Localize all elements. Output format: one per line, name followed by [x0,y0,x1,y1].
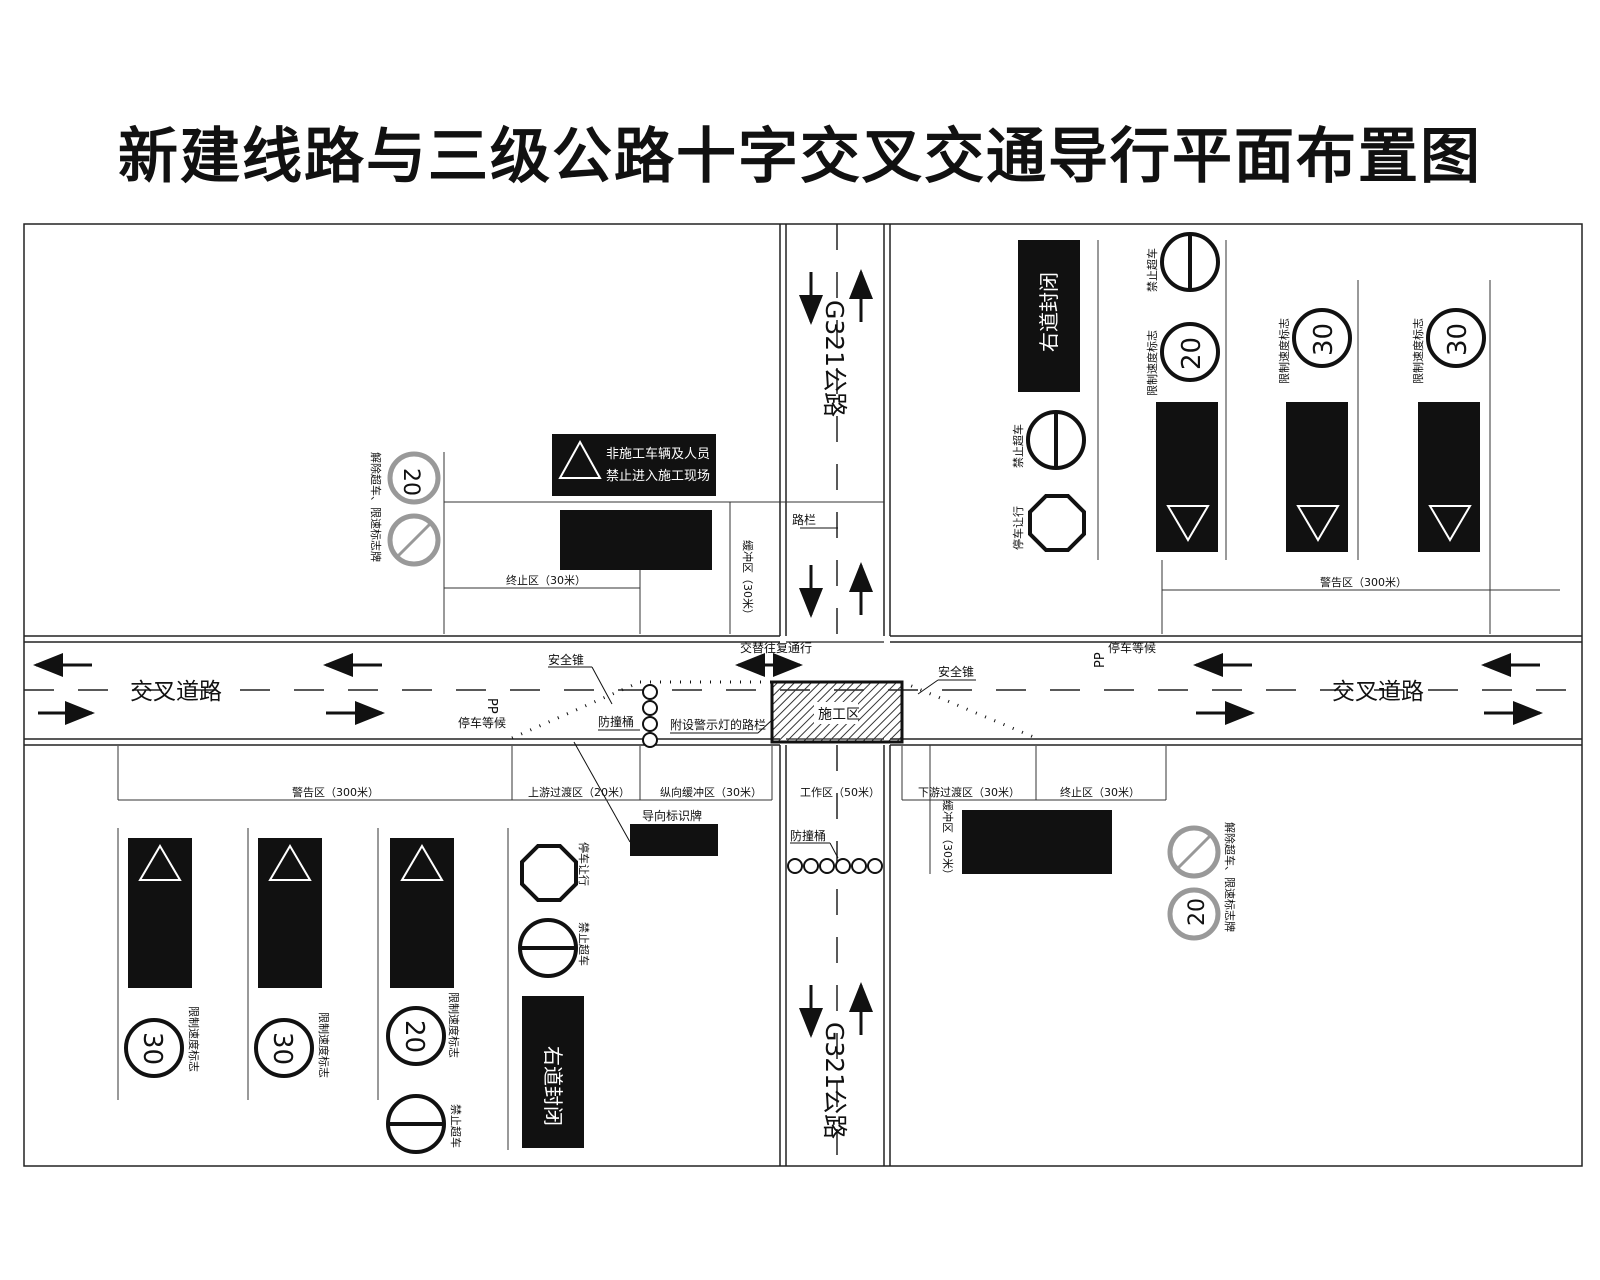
no-overtaking-label-4: 禁止超车 [1011,424,1025,468]
speed-limit-label-top-3: 限制速度标志 [1411,318,1425,384]
warning-sign-group-top [1156,402,1480,552]
barrier-label-top: 路栏 [792,512,816,527]
speed-limit-value-top-3: 30 [1443,323,1473,356]
work-zone [770,680,904,744]
no-overtaking-sign-bottom-left [386,1094,446,1154]
road-label-highway-south: G321公路 [820,1022,849,1139]
zone-warning-right: 警告区（300米） [1320,575,1407,589]
closure-sign-bottom [522,996,584,1148]
work-zone-label: 施工区 [818,707,860,723]
svg-text:20: 20 [1185,898,1210,926]
outer-frame [23,223,1583,1167]
traffic-arrows [33,269,1543,1038]
stop-yield-label-bottom: 停车让行 [577,842,591,886]
no-overtaking-label-1: 禁止超车 [449,1104,463,1148]
road-label-cross-left: 交叉道路 [130,679,222,705]
no-overtaking-sign-top [1026,232,1220,470]
stop-wait-label-right: 停车等候 [1108,640,1156,655]
lift-restriction-label: 解除超车、限速标志牌 [369,452,383,562]
cone-taper [511,680,1037,740]
speed-limit-value-top-1: 20 [1177,337,1207,370]
no-overtaking-sign-bottom [518,918,578,978]
vertical-road [779,224,891,1166]
closure-sign-text-top: 右道封闭 [1037,272,1061,352]
barrel-label: 防撞桶 [598,714,634,729]
zone-termination-top: 终止区（30米） [506,573,586,587]
speed-limit-value-2: 30 [267,1032,297,1065]
work-zone-label-box [814,702,858,724]
guide-sign-board [630,824,718,856]
no-overtaking-label-2: 禁止超车 [577,922,591,966]
anti-collision-barrels-south [787,858,883,874]
safety-cone-label-left: 安全锥 [548,652,584,667]
lift-restriction-label-right: 解除超车、限速标志牌 [1223,822,1237,932]
zone-termination: 终止区（30米） [1060,785,1140,799]
stop-sign-top [1028,494,1086,552]
warning-sign-group [117,828,509,1150]
speed-limit-value-3: 20 [399,1020,429,1053]
guide-sign-board-label: 导向标识牌 [642,808,702,823]
stop-yield-label-top: 停车让行 [1011,506,1025,550]
speed-limit-label-2: 限制速度标志 [317,1012,331,1078]
svg-text:20: 20 [398,468,423,496]
lift-restriction-sign: 20 [387,451,441,567]
stop-wait-label-left: 停车等候 [458,715,506,730]
barrier-lights-label: 附设警示灯的路栏 [670,717,766,732]
alternate-passage-label: 交替往复通行 [740,640,812,655]
notice-sign-line1: 非施工车辆及人员 [606,446,710,462]
lift-restriction-sign-right: 20 [1167,825,1221,941]
barrier-sign-bottom-right [962,810,1112,874]
pp-label-left: PP [484,698,499,714]
closure-sign-top [1018,240,1080,392]
zone-buffer: 纵向缓冲区（30米） [660,785,762,799]
safety-cone-label-right: 安全锥 [938,664,974,679]
zone-buffer-vertical-top: 缓冲区（30米） [741,540,755,620]
speed-limit-value-top-2: 30 [1309,323,1339,356]
speed-limit-label-top-2: 限制速度标志 [1277,318,1291,384]
stop-sign-bottom [520,844,578,902]
speed-limit-value-1: 30 [137,1032,167,1065]
pp-label-right: PP [1093,652,1108,668]
notice-sign: 非施工车辆及人员 禁止进入施工现场 [552,434,716,496]
anti-collision-barrels [642,684,658,748]
zone-work: 工作区（50米） [800,786,880,799]
barrier-sign-top [560,510,712,570]
page-title: 新建线路与三级公路十字交叉交通导行平面布置图 [118,122,1482,192]
speed-limit-label-3: 限制速度标志 [447,992,461,1058]
speed-limit-label-top-1: 限制速度标志 [1145,330,1159,396]
top-right-posts [1097,240,1491,560]
road-label-cross-right: 交叉道路 [1332,679,1424,705]
zone-upstream-transition: 上游过渡区（20米） [528,785,630,799]
speed-limit-signs-top [1160,308,1486,382]
zone-downstream-transition: 下游过渡区（30米） [918,785,1020,799]
closure-sign-text-bottom: 右道封闭 [541,1046,565,1126]
zone-buffer-vertical-bottom: 缓冲区（30米） [941,800,955,880]
zone-warning-left: 警告区（300米） [292,785,379,799]
speed-limit-signs-left [124,1006,446,1078]
road-label-highway-north: G321公路 [820,300,849,417]
notice-sign-line2: 禁止进入施工现场 [606,469,710,484]
barrel-label-south: 防撞桶 [790,828,826,843]
speed-limit-label-1: 限制速度标志 [187,1006,201,1072]
zone-dimensions [117,502,1560,874]
no-overtaking-label-3: 禁止超车 [1145,248,1159,292]
